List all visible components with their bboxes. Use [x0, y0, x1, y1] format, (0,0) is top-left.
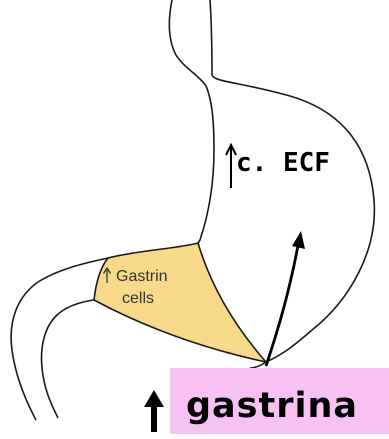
stomach-outer-wall — [210, 0, 374, 368]
gastrina-up-arrow-icon — [144, 390, 164, 432]
duodenum-outer — [11, 258, 108, 420]
gastrin-cells-label-line2: cells — [104, 288, 204, 310]
gastrin-cells-label-line1: Gastrin — [104, 268, 168, 285]
gastrin-to-ecf-arrow — [266, 231, 305, 366]
gastrina-label: gastrina — [186, 389, 358, 424]
duodenum-inner — [42, 300, 94, 418]
stomach-inner-wall — [169, 0, 214, 243]
gastrin-cells-label: Gastrin cells — [104, 266, 204, 310]
ecf-label: c. ECF — [236, 150, 330, 176]
ecf-up-arrow-icon — [226, 145, 236, 188]
